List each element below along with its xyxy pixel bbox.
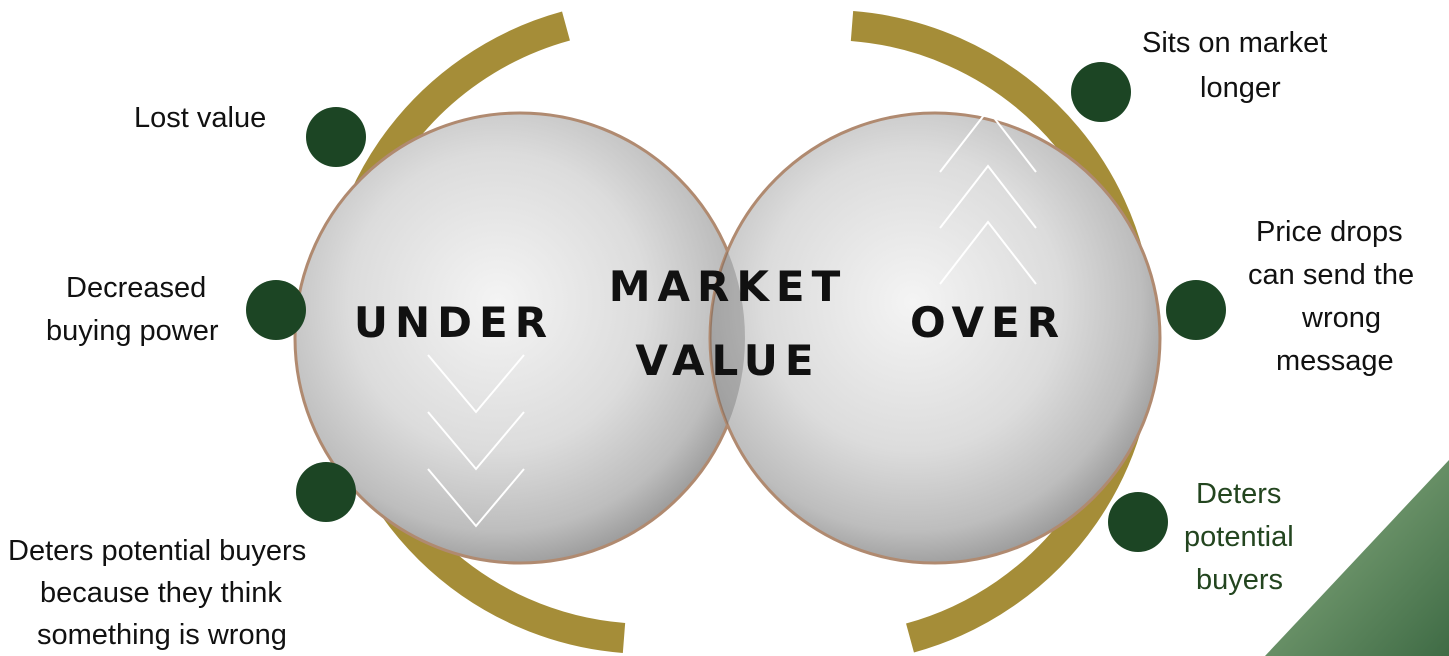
label-deters-right-2: potential — [1184, 521, 1294, 553]
label-deters-right-1: Deters — [1196, 478, 1282, 510]
dot-price-drops — [1166, 280, 1226, 340]
label-longer: longer — [1200, 72, 1281, 104]
label-message: message — [1276, 345, 1394, 377]
label-deters-left-1: Deters potential buyers — [8, 535, 307, 567]
label-deters-left-3: something is wrong — [37, 619, 287, 651]
label-sits-on-market: Sits on market — [1142, 27, 1328, 59]
label-decreased: Decreased — [66, 272, 207, 304]
label-wrong: wrong — [1302, 302, 1381, 334]
down-chevrons — [427, 354, 525, 528]
corner-accent — [1265, 460, 1449, 656]
dot-decreased-buying-power — [246, 280, 306, 340]
label-price-drops: Price drops — [1256, 216, 1403, 248]
label-deters-right-3: buyers — [1196, 564, 1284, 596]
dot-deters-buyers-right — [1108, 492, 1168, 552]
right-bubble — [708, 111, 1162, 565]
up-chevrons — [939, 108, 1037, 285]
label-buying-power: buying power — [46, 315, 219, 347]
label-lost-value: Lost value — [134, 102, 267, 134]
over-title: OVER — [909, 298, 1067, 347]
market-title: MARKET — [608, 262, 848, 311]
under-title: UNDER — [353, 298, 555, 347]
value-title: VALUE — [635, 336, 821, 385]
dot-sits-on-market — [1071, 62, 1131, 122]
dot-deters-buyers-left — [296, 462, 356, 522]
dot-lost-value — [306, 107, 366, 167]
label-deters-left-2: because they think — [40, 577, 282, 609]
label-can-send: can send the — [1248, 259, 1415, 291]
